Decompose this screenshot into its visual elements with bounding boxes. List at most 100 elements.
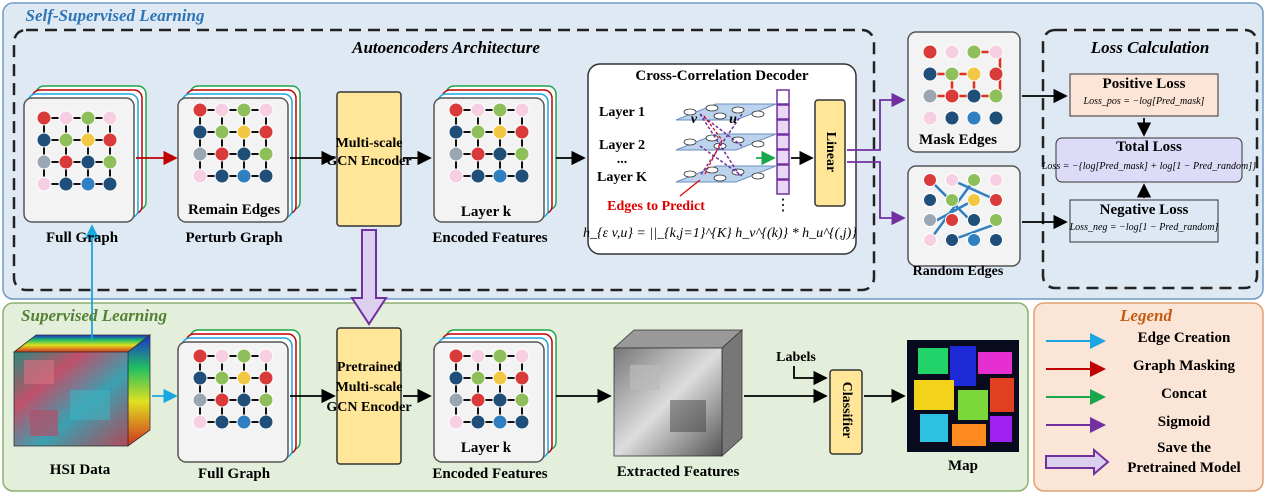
graph-node xyxy=(192,124,208,140)
labels-arrow xyxy=(793,366,828,386)
total-loss-box xyxy=(1055,137,1243,183)
linear-label: Linear xyxy=(823,131,838,173)
decoder-node xyxy=(731,136,745,144)
autoencoders-group xyxy=(12,28,876,292)
sigmoid-mask-arrow xyxy=(847,92,906,151)
decoder-formula: h_{ε v,u} = ||_{k,j=1}^{K} h_v^{(k)} * h… xyxy=(583,226,857,241)
layer-2-label: Layer 2 xyxy=(598,138,646,153)
graph-node xyxy=(988,88,1004,104)
positive-loss-title: Positive Loss xyxy=(1102,76,1186,92)
remain-edges-label: Remain Edges xyxy=(187,202,281,218)
graph-node xyxy=(80,110,96,126)
hsi-cube xyxy=(12,334,152,447)
graph-node xyxy=(922,110,938,126)
predict-edges xyxy=(703,115,723,177)
graph-node xyxy=(214,392,230,408)
extracted-features-label: Extracted Features xyxy=(616,464,740,480)
graph-node xyxy=(967,233,981,247)
pretrained-label-2: Multi-scale xyxy=(335,380,403,395)
negative-loss-formula: Loss_neg = −log[1 − Pred_random] xyxy=(1069,222,1219,233)
decoder-node xyxy=(705,166,719,174)
extracted-features-cube xyxy=(612,329,744,457)
graph-node xyxy=(988,110,1004,126)
graph-node xyxy=(492,102,508,118)
graph-node xyxy=(470,102,486,118)
graph-node xyxy=(236,146,252,162)
random-edge xyxy=(951,178,997,202)
graph-node xyxy=(36,132,52,148)
decoder-node xyxy=(713,112,727,120)
legend-save-arrow xyxy=(1045,447,1110,477)
graph-node xyxy=(514,348,530,364)
full-graph xyxy=(23,85,147,223)
loss-calculation-group xyxy=(1041,28,1259,290)
graph-node xyxy=(470,348,486,364)
feature-cell xyxy=(776,164,790,180)
graph-node xyxy=(514,168,530,184)
encoded-features xyxy=(433,85,557,223)
encoder-label-1: Multi-scale xyxy=(335,136,403,151)
decoder-title: Cross-Correlation Decoder xyxy=(635,68,809,84)
graph-node xyxy=(989,193,1003,207)
graph-node xyxy=(214,102,230,118)
decoder-node xyxy=(705,104,719,112)
random-edges-label: Random Edges xyxy=(912,264,1004,279)
graph-node xyxy=(192,348,208,364)
legend-save-2: Pretrained Model xyxy=(1127,460,1241,476)
graph-node xyxy=(192,168,208,184)
graph-node xyxy=(966,44,982,60)
graph-node xyxy=(492,124,508,140)
layer-k-decoder-label: Layer K xyxy=(597,170,647,185)
feature-ellipsis: ⋮ xyxy=(775,197,791,214)
graph-node xyxy=(102,154,118,170)
graph-node xyxy=(448,414,464,430)
graph-node xyxy=(514,102,530,118)
graph-node xyxy=(492,392,508,408)
positive-loss-box xyxy=(1069,73,1219,117)
feature-column: ⋮ xyxy=(775,89,791,214)
graph-node xyxy=(258,348,274,364)
legend-graph-masking: Graph Masking xyxy=(1132,358,1236,374)
graph-node xyxy=(258,168,274,184)
graph-node xyxy=(944,66,960,82)
graph-node xyxy=(492,414,508,430)
graph-node xyxy=(514,124,530,140)
graph-node xyxy=(944,110,960,126)
graph-node xyxy=(236,414,252,430)
graph-node xyxy=(967,173,981,187)
feature-cell xyxy=(776,119,790,135)
node-v-label: v xyxy=(690,112,698,127)
graph-card xyxy=(23,97,135,223)
multiscale-gcn-encoder xyxy=(336,91,402,227)
graph-node xyxy=(236,168,252,184)
graph-node xyxy=(58,132,74,148)
graph-node xyxy=(923,193,937,207)
layer-1-label: Layer 1 xyxy=(598,105,646,120)
graph-node xyxy=(966,110,982,126)
legend-save-1: Save the xyxy=(1157,440,1211,456)
graph-node xyxy=(36,154,52,170)
sup-full-graph-label: Full Graph xyxy=(197,466,271,482)
decoder-node xyxy=(751,172,765,180)
graph-node xyxy=(944,44,960,60)
labels-label: Labels xyxy=(776,350,816,365)
perturb-graph-label: Perturb Graph xyxy=(185,230,283,246)
graph-node xyxy=(492,370,508,386)
node-u-label: u xyxy=(729,112,737,127)
graph-node xyxy=(945,193,959,207)
layer-k-label: Layer k xyxy=(460,204,512,220)
graph-node xyxy=(966,66,982,82)
encoded-features-label: Encoded Features xyxy=(432,230,548,246)
perturb-graph xyxy=(177,85,301,223)
graph-node xyxy=(214,168,230,184)
graph-node xyxy=(514,414,530,430)
graph-node xyxy=(236,124,252,140)
sigmoid-random-arrow xyxy=(847,161,906,226)
graph-node xyxy=(989,173,1003,187)
loss-calculation-title: Loss Calculation xyxy=(1090,38,1210,57)
legend-sigmoid: Sigmoid xyxy=(1157,414,1211,430)
feature-cell xyxy=(776,179,790,195)
graph-node xyxy=(470,414,486,430)
graph-card xyxy=(177,341,289,463)
